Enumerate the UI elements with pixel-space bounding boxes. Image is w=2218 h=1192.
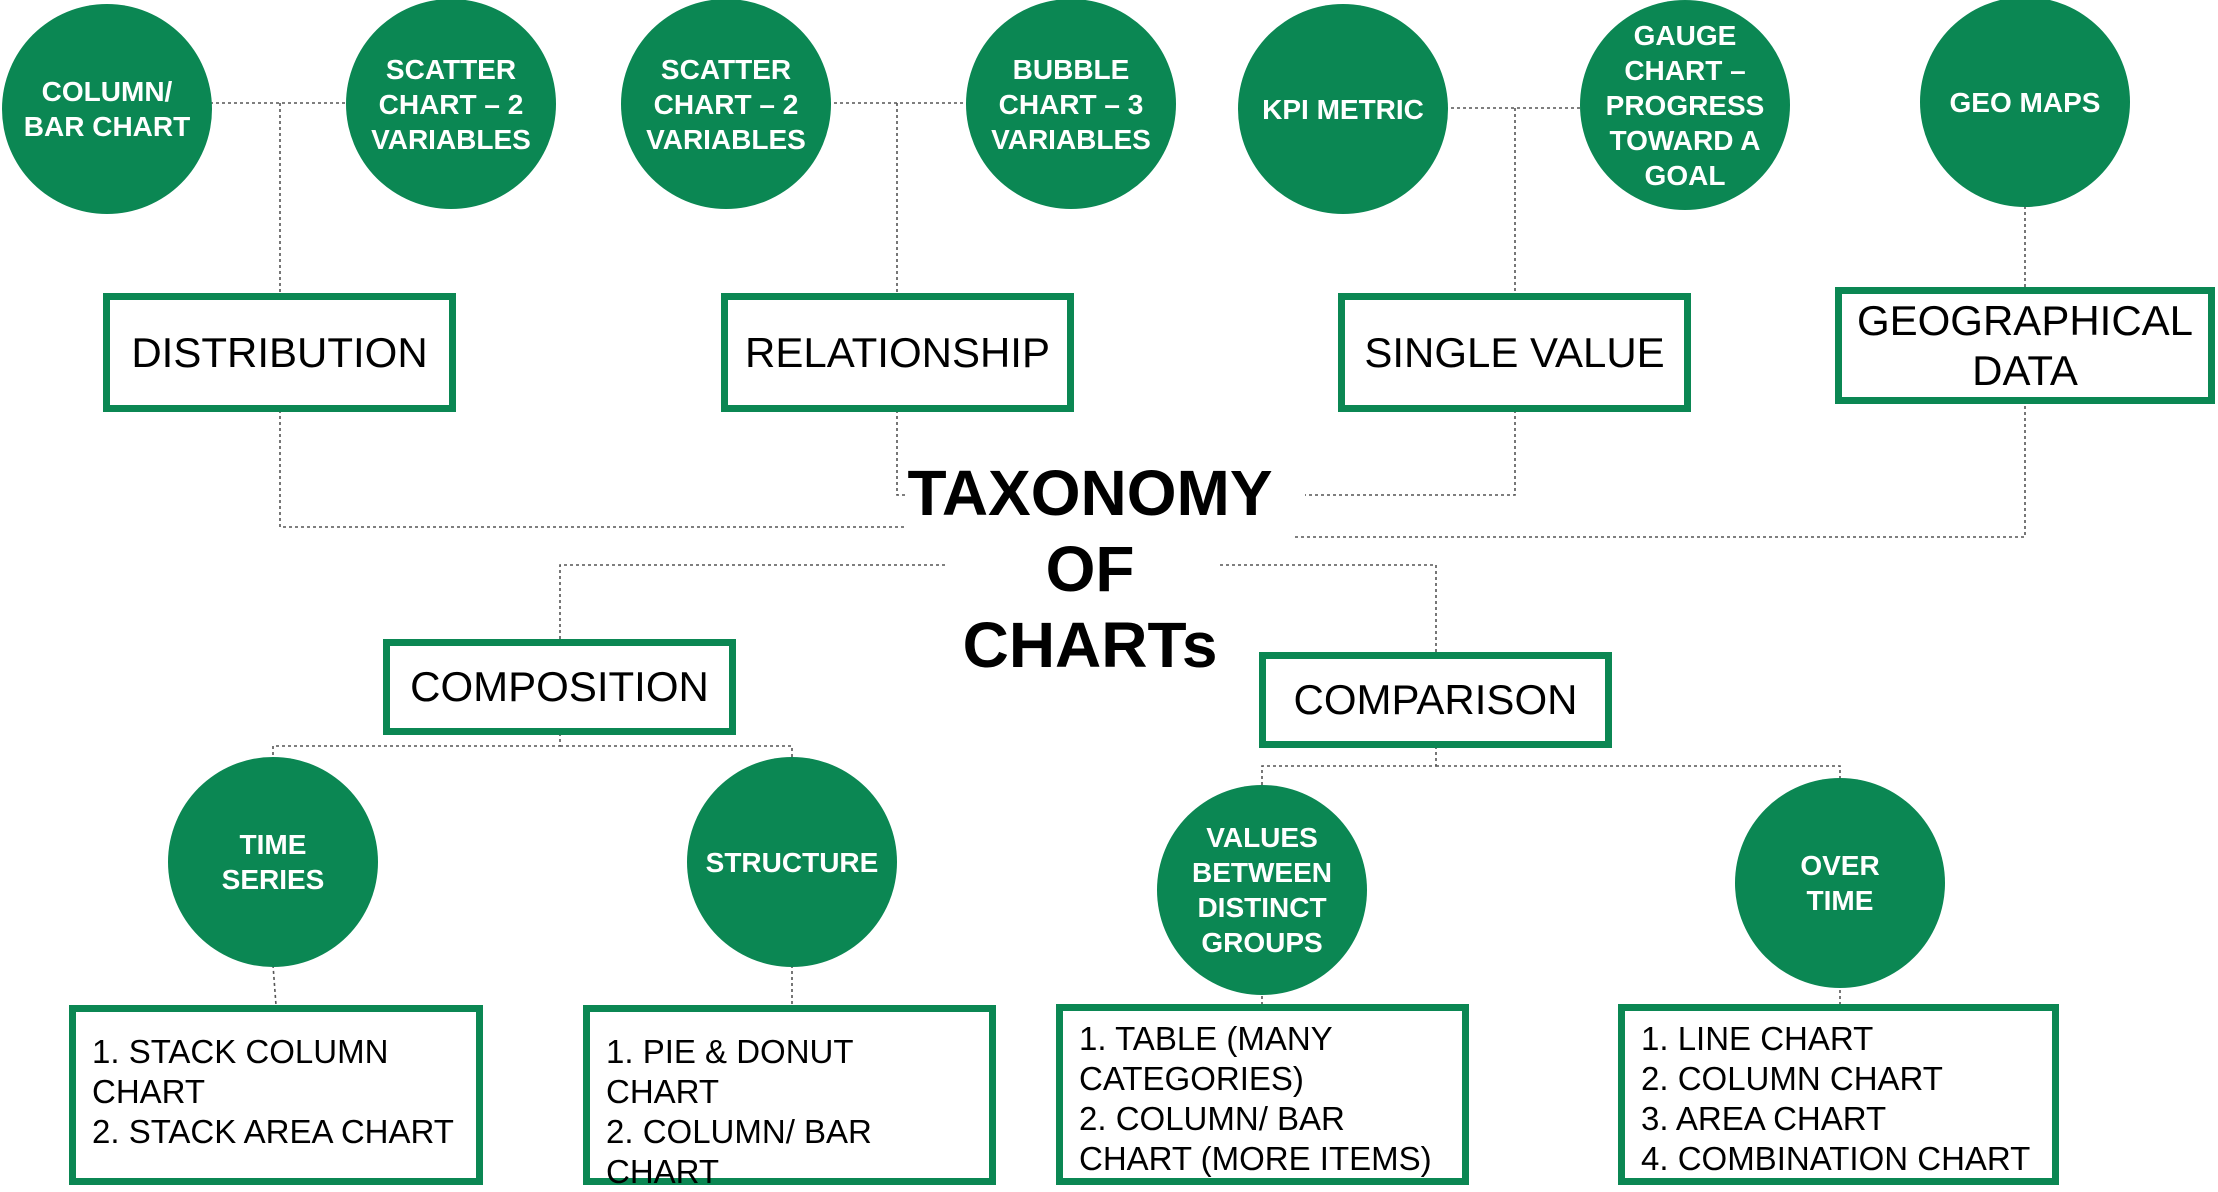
circle-column-bar-chart: COLUMN/ BAR CHART bbox=[2, 4, 212, 214]
circle-label-line: SCATTER bbox=[660, 53, 792, 85]
category-composition: COMPOSITION bbox=[383, 639, 736, 735]
circle-label-line: OVER bbox=[1800, 850, 1880, 881]
circle-label-line: VARIABLES bbox=[991, 123, 1151, 155]
list-item: 2. COLUMN CHART bbox=[1641, 1060, 1943, 1097]
category-single-value: SINGLE VALUE bbox=[1338, 293, 1691, 412]
circle-time-series: TIME SERIES bbox=[168, 757, 378, 967]
title-line: OF bbox=[1045, 533, 1135, 605]
circle-label-line: GROUPS bbox=[1201, 927, 1323, 958]
circle-label-line: BETWEEN bbox=[1192, 857, 1332, 888]
circle-label-line: CHART – 3 bbox=[998, 88, 1144, 120]
list-item: 4. COMBINATION CHART bbox=[1641, 1140, 2031, 1177]
connector-composition-up bbox=[559, 564, 945, 641]
connector-time-series-list bbox=[272, 964, 277, 1006]
circle-label-line: KPI METRIC bbox=[1262, 93, 1424, 125]
circle-label-line: TIME bbox=[1806, 885, 1874, 916]
connector-geo-down bbox=[1295, 400, 2026, 538]
category-comparison: COMPARISON bbox=[1259, 652, 1612, 748]
circle-gauge-chart: GAUGE CHART – PROGRESS TOWARD A GOAL bbox=[1580, 0, 1790, 210]
list-item: 2. STACK AREA CHART bbox=[92, 1113, 454, 1150]
list-item: 1. STACK COLUMN bbox=[92, 1033, 389, 1070]
list-item: CATEGORIES) bbox=[1079, 1060, 1304, 1097]
diagram-title: TAXONOMY OF CHARTs bbox=[880, 455, 1300, 683]
circle-kpi-metric: KPI METRIC bbox=[1238, 4, 1448, 214]
list-item: 1. TABLE (MANY bbox=[1079, 1020, 1333, 1057]
category-distribution: DISTRIBUTION bbox=[103, 293, 456, 412]
circle-label-line: SERIES bbox=[221, 864, 325, 895]
list-item: 1. LINE CHART bbox=[1641, 1020, 1874, 1057]
connector-comparison-overtime bbox=[1436, 765, 1841, 793]
circle-label-line: VARIABLES bbox=[371, 123, 531, 155]
list-item: 1. PIE & DONUT CHART bbox=[606, 1033, 853, 1110]
connector-comparison-down bbox=[1261, 746, 1437, 788]
list-item: CHART bbox=[92, 1073, 206, 1110]
connector-relationship-down bbox=[896, 410, 905, 496]
title-line: TAXONOMY bbox=[907, 457, 1273, 529]
category-label: SINGLE VALUE bbox=[1364, 328, 1665, 376]
category-label: DATA bbox=[1972, 346, 2078, 394]
circle-label-line: DISTINCT bbox=[1197, 892, 1327, 923]
circle-label-line: VARIABLES bbox=[646, 123, 806, 155]
list-item: 3. AREA CHART bbox=[1641, 1100, 1887, 1137]
category-label: GEOGRAPHICAL bbox=[1856, 296, 2194, 344]
category-label: COMPARISON bbox=[1293, 676, 1578, 723]
circle-label-line: BAR CHART bbox=[23, 111, 191, 142]
list-over-time-charts: 1. LINE CHART 2. COLUMN CHART 3. AREA CH… bbox=[1618, 1004, 2059, 1185]
category-label: COMPOSITION bbox=[410, 663, 709, 710]
circle-structure: STRUCTURE bbox=[687, 757, 897, 967]
circle-label-line: GAUGE bbox=[1633, 19, 1737, 51]
list-item: CHART (MORE ITEMS) bbox=[1079, 1140, 1432, 1177]
circle-label-line: COLUMN/ bbox=[41, 76, 173, 107]
circle-label-line: TIME bbox=[239, 829, 307, 860]
circle-label-line: SCATTER bbox=[385, 53, 517, 85]
list-item: 2. COLUMN/ BAR bbox=[606, 1113, 872, 1150]
title-line: CHARTs bbox=[962, 609, 1218, 681]
circle-label-line: TOWARD A bbox=[1609, 124, 1761, 156]
circle-label-line: CHART – 2 bbox=[653, 88, 799, 120]
circle-over-time: OVER TIME bbox=[1735, 778, 1945, 988]
list-values-between-charts: 1. TABLE (MANY CATEGORIES) 2. COLUMN/ BA… bbox=[1056, 1004, 1469, 1185]
category-geographical-data: GEOGRAPHICAL DATA bbox=[1835, 287, 2215, 404]
list-structure-charts: 1. PIE & DONUT CHART 2. COLUMN/ BAR CHAR… bbox=[583, 1005, 996, 1190]
circle-values-between-groups: VALUES BETWEEN DISTINCT GROUPS bbox=[1157, 785, 1367, 995]
connector-comparison-up bbox=[1220, 564, 1437, 654]
category-label: DISTRIBUTION bbox=[131, 328, 428, 376]
circle-bubble-chart: BUBBLE CHART – 3 VARIABLES bbox=[966, 0, 1176, 209]
circle-label-line: GEO MAPS bbox=[1949, 86, 2101, 118]
circle-scatter-chart-distribution: SCATTER CHART – 2 VARIABLES bbox=[346, 0, 556, 209]
circle-scatter-chart-relationship: SCATTER CHART – 2 VARIABLES bbox=[621, 0, 831, 209]
connector-single-value-down bbox=[1305, 410, 1516, 496]
connector-composition-down bbox=[272, 733, 561, 765]
circle-geo-maps: GEO MAPS bbox=[1920, 0, 2130, 207]
circle-label-line: PROGRESS bbox=[1605, 89, 1765, 121]
list-item: 2. COLUMN/ BAR bbox=[1079, 1100, 1345, 1137]
circle-label-line: VALUES bbox=[1206, 822, 1318, 853]
circle-label-line: STRUCTURE bbox=[705, 846, 879, 878]
circle-label-line: CHART – bbox=[1624, 54, 1746, 86]
circle-label-line: BUBBLE bbox=[1012, 53, 1130, 85]
list-item: CHART bbox=[606, 1153, 720, 1190]
circle-label-line: CHART – 2 bbox=[378, 88, 524, 120]
connector-distribution-down bbox=[279, 410, 905, 528]
list-time-series-charts: 1. STACK COLUMN CHART 2. STACK AREA CHAR… bbox=[69, 1005, 483, 1185]
category-relationship: RELATIONSHIP bbox=[721, 293, 1074, 412]
circle-label-line: GOAL bbox=[1644, 159, 1726, 191]
category-label: RELATIONSHIP bbox=[745, 328, 1050, 376]
